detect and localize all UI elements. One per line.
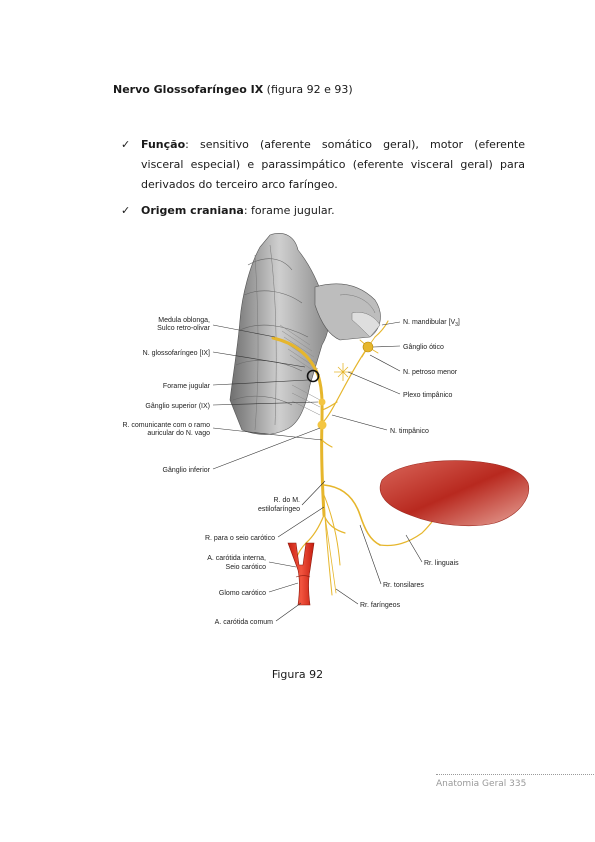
label-mandibular-nerve: N. mandibular [V3] xyxy=(403,319,460,328)
label-common-carotid: A. carótida comum xyxy=(215,619,274,626)
label-jugular-foramen: Forame jugular xyxy=(163,383,211,390)
heading-figure-ref: (figura 92 e 93) xyxy=(263,83,353,96)
check-icon: ✓ xyxy=(121,138,131,151)
footer-divider xyxy=(436,774,594,775)
label-medulla: Medula oblonga, xyxy=(158,317,210,324)
section-heading: Nervo Glossofaríngeo IX (figura 92 e 93) xyxy=(113,83,353,96)
otic-ganglion-shape xyxy=(362,341,374,353)
anatomy-figure: Medula oblonga, Sulco retro-olivar N. gl… xyxy=(70,225,540,635)
label-lesser-petrosal: N. petroso menor xyxy=(403,369,458,376)
label-carotid-body: Glomo carótico xyxy=(219,590,266,597)
label-lingual-branches: Rr. linguais xyxy=(424,560,459,567)
label-carotid-sinus-branch: R. para o seio carótico xyxy=(205,535,275,542)
brainstem-drawing xyxy=(229,233,381,435)
label-tympanic-nerve: N. timpânico xyxy=(390,428,429,435)
label-vagus-auricular: auricular do N. vago xyxy=(147,430,210,437)
tympanic-plexus-shape xyxy=(334,363,352,381)
tongue-drawing xyxy=(379,460,530,527)
anatomy-illustration: Medula oblonga, Sulco retro-olivar N. gl… xyxy=(122,233,530,626)
bullet-origin-text: Origem craniana: forame jugular. xyxy=(141,201,525,221)
label-internal-carotid: A. carótida interna, xyxy=(207,555,266,562)
check-icon: ✓ xyxy=(121,204,131,217)
page-footer: Anatomia Geral 335 xyxy=(436,779,527,789)
label-carotid-sinus: Seio carótico xyxy=(226,564,267,571)
carotid-artery-drawing xyxy=(287,542,315,606)
label-stylopharyngeus-branch: R. do M. xyxy=(274,497,301,504)
mandibular-nerve-drawing xyxy=(351,312,381,338)
label-communicating-branch: R. comunicante com o ramo xyxy=(122,422,210,429)
bullet-origin-body: : forame jugular. xyxy=(243,204,335,217)
inferior-ganglion-shape xyxy=(317,420,327,430)
bullet-function-text: Função: sensitivo (aferente somático ger… xyxy=(141,135,525,195)
superior-ganglion-shape xyxy=(318,398,326,406)
heading-title: Nervo Glossofaríngeo IX xyxy=(113,83,264,96)
label-pharyngeal-branches: Rr. faríngeos xyxy=(360,602,401,609)
label-retro-olivar: Sulco retro-olivar xyxy=(157,325,211,332)
label-superior-ganglion: Gânglio superior (IX) xyxy=(145,403,210,410)
label-tympanic-plexus: Plexo timpânico xyxy=(403,392,453,399)
left-labels: Medula oblonga, Sulco retro-olivar N. gl… xyxy=(122,317,300,626)
label-otic-ganglion: Gânglio ótico xyxy=(403,344,444,351)
bullet-origin-term: Origem craniana xyxy=(141,204,244,217)
label-tonsillar-branches: Rr. tonsilares xyxy=(383,582,424,589)
bullet-function-term: Função xyxy=(141,138,186,151)
figure-caption: Figura 92 xyxy=(271,668,324,681)
leader-lines xyxy=(212,321,423,622)
label-inferior-ganglion: Gânglio inferior xyxy=(163,467,211,474)
right-labels: N. mandibular [V3] Gânglio ótico N. petr… xyxy=(360,319,460,609)
jugular-foramen-circle xyxy=(306,369,320,383)
bullet-function-body: : sensitivo (aferente somático geral), m… xyxy=(141,138,525,191)
label-stylopharyngeus: estilofaríngeo xyxy=(258,506,300,513)
label-glossopharyngeal: N. glossofaríngeo [IX] xyxy=(143,350,210,357)
